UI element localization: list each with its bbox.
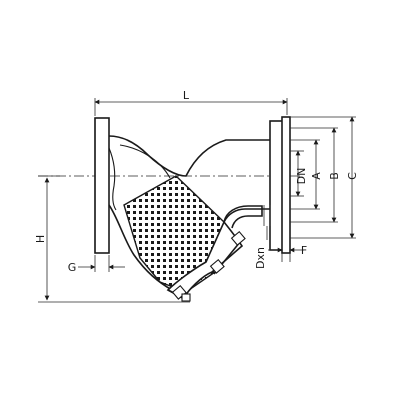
dimension-Dxn: Dxn xyxy=(254,205,271,269)
dimension-C: C xyxy=(290,116,359,239)
strainer-screen xyxy=(123,175,225,293)
label-C: C xyxy=(346,172,359,180)
dimension-B: B xyxy=(290,127,341,223)
right-flange xyxy=(269,116,291,254)
dimension-DN: DN xyxy=(290,150,308,197)
label-B: B xyxy=(328,172,341,180)
label-H: H xyxy=(34,235,47,243)
dimension-G: G xyxy=(68,255,125,274)
label-L: L xyxy=(183,89,190,102)
dimension-L: L xyxy=(94,89,288,116)
cover-bolts xyxy=(171,230,246,302)
left-flange xyxy=(94,117,110,254)
label-F: F xyxy=(301,244,307,257)
dimension-H: H xyxy=(34,175,190,303)
label-G: G xyxy=(68,261,77,274)
label-A: A xyxy=(310,172,323,180)
dimension-A: A xyxy=(290,139,323,210)
drain-plug xyxy=(223,205,263,229)
label-DN: DN xyxy=(295,168,308,185)
label-Dxn: Dxn xyxy=(254,247,267,269)
dimension-F: F xyxy=(268,244,307,262)
